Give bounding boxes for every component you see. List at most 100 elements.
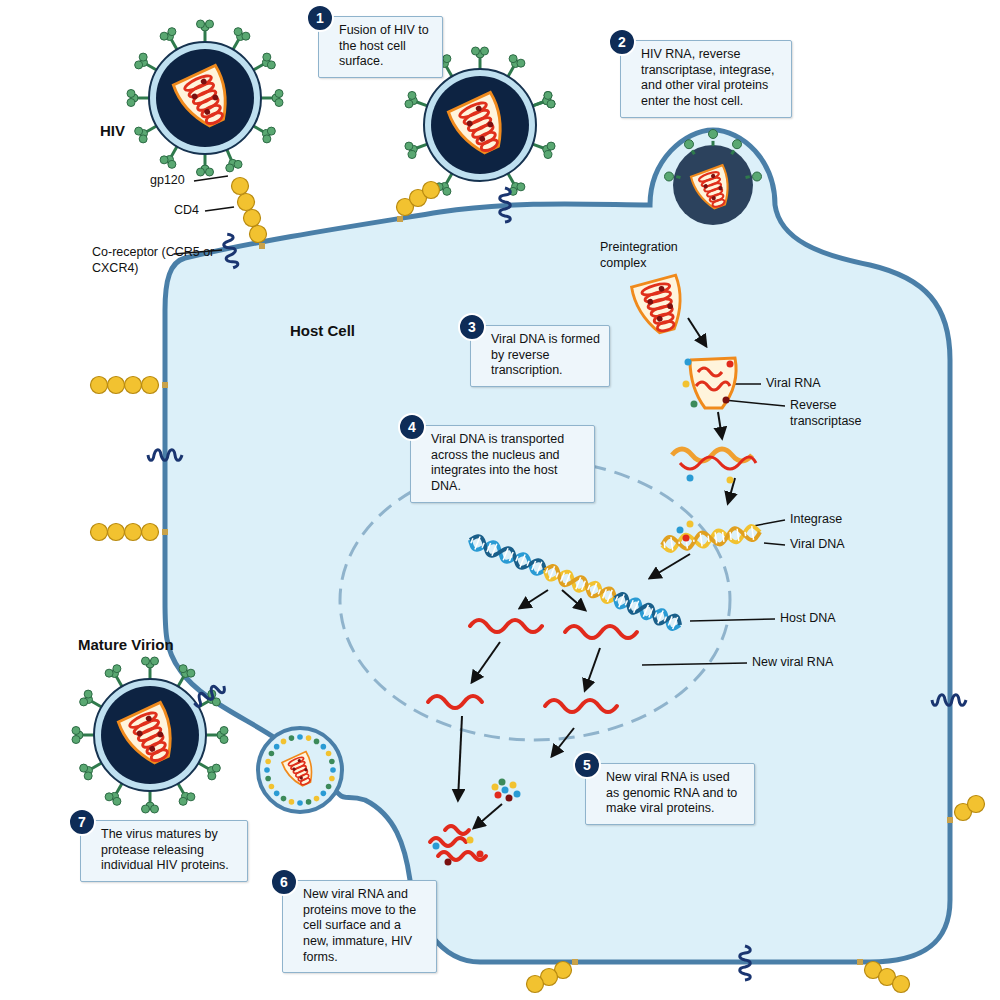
art-line xyxy=(194,176,228,181)
art-circle xyxy=(718,186,723,191)
art-line xyxy=(137,97,149,100)
art-circle xyxy=(275,99,283,107)
art-circle xyxy=(517,59,525,67)
art-line xyxy=(565,573,570,585)
art-line xyxy=(149,667,152,679)
art-circle xyxy=(968,796,985,813)
heading-label: Mature Virion xyxy=(78,636,174,655)
art-line xyxy=(416,102,427,106)
art-circle xyxy=(125,524,142,541)
art-path xyxy=(680,457,756,469)
art-line xyxy=(664,616,666,621)
art-line xyxy=(616,596,618,601)
viral-protein xyxy=(687,475,694,482)
art-circle xyxy=(264,767,270,773)
art-path xyxy=(691,165,736,212)
step-text: HIV RNA, reverse transcriptase, integras… xyxy=(641,47,783,110)
art-line xyxy=(91,701,101,707)
art-circle xyxy=(135,127,143,135)
art-circle xyxy=(326,784,332,790)
art-line xyxy=(649,608,653,617)
viral-protein xyxy=(677,527,684,534)
art-line xyxy=(671,537,673,550)
art-circle xyxy=(145,715,153,723)
art-circle xyxy=(269,751,275,757)
art-line xyxy=(764,543,785,545)
art-line xyxy=(446,173,452,183)
viral-protein xyxy=(445,859,452,866)
art-line xyxy=(227,150,232,161)
art-circle xyxy=(281,739,287,745)
art-line xyxy=(487,543,491,552)
art-circle xyxy=(263,53,271,61)
viral-protein xyxy=(683,535,690,542)
art-path xyxy=(562,590,585,610)
art-circle xyxy=(709,130,718,139)
art-line xyxy=(591,583,596,596)
step-text: Viral DNA is transported across the nucl… xyxy=(431,432,586,495)
art-ellipse xyxy=(656,320,675,333)
part-label: New viral RNA xyxy=(752,655,833,671)
art-line xyxy=(619,594,624,607)
art-line xyxy=(178,783,184,793)
art-line xyxy=(588,585,590,590)
art-circle xyxy=(80,764,88,772)
art-circle xyxy=(212,94,220,102)
art-line xyxy=(663,542,665,548)
art-circle xyxy=(101,686,199,784)
art-circle xyxy=(142,805,150,813)
art-line xyxy=(261,97,273,100)
art-circle xyxy=(544,151,552,159)
art-path xyxy=(631,275,689,337)
art-line xyxy=(171,146,177,156)
art-circle xyxy=(478,135,486,143)
art-line xyxy=(520,555,525,568)
cd4-receptor xyxy=(857,959,910,993)
art-circle xyxy=(292,767,296,771)
art-circle xyxy=(226,164,234,172)
art-line xyxy=(116,676,122,686)
art-circle xyxy=(314,796,320,802)
art-line xyxy=(712,141,715,146)
art-circle xyxy=(108,524,125,541)
art-circle xyxy=(893,976,910,993)
art-line xyxy=(482,543,484,548)
step-box: 5New viral RNA is used as genomic RNA an… xyxy=(585,763,755,825)
art-circle xyxy=(424,69,536,181)
art-circle xyxy=(105,793,113,801)
viral-protein xyxy=(723,397,730,404)
art-circle xyxy=(127,90,135,98)
art-line xyxy=(561,572,565,581)
viral-protein xyxy=(467,837,474,844)
art-path xyxy=(718,412,722,438)
callout-number: 7 xyxy=(68,808,96,836)
callout-number: 1 xyxy=(306,4,334,32)
art-circle xyxy=(160,32,168,40)
art-circle xyxy=(168,28,176,36)
viral-protein xyxy=(727,477,734,484)
art-circle xyxy=(208,772,216,780)
virion xyxy=(127,20,283,176)
art-circle xyxy=(265,759,271,765)
art-line xyxy=(603,589,607,598)
art-circle xyxy=(139,135,147,143)
art-circle xyxy=(179,797,187,805)
art-line xyxy=(598,589,600,594)
art-line xyxy=(724,400,785,406)
viral-protein xyxy=(477,851,484,858)
art-line xyxy=(91,763,101,769)
art-line xyxy=(533,144,544,148)
step-box: 1Fusion of HIV to the host cell surface. xyxy=(318,16,443,78)
art-path xyxy=(545,566,615,598)
art-path xyxy=(688,318,706,346)
art-line xyxy=(625,600,627,605)
leader-lines xyxy=(174,176,785,665)
art-circle xyxy=(673,145,753,225)
dna-helix xyxy=(470,536,545,574)
art-circle xyxy=(108,377,125,394)
art-line xyxy=(527,561,529,566)
art-circle xyxy=(544,91,552,99)
art-path xyxy=(448,92,513,159)
art-circle xyxy=(91,377,108,394)
art-path xyxy=(470,540,545,574)
